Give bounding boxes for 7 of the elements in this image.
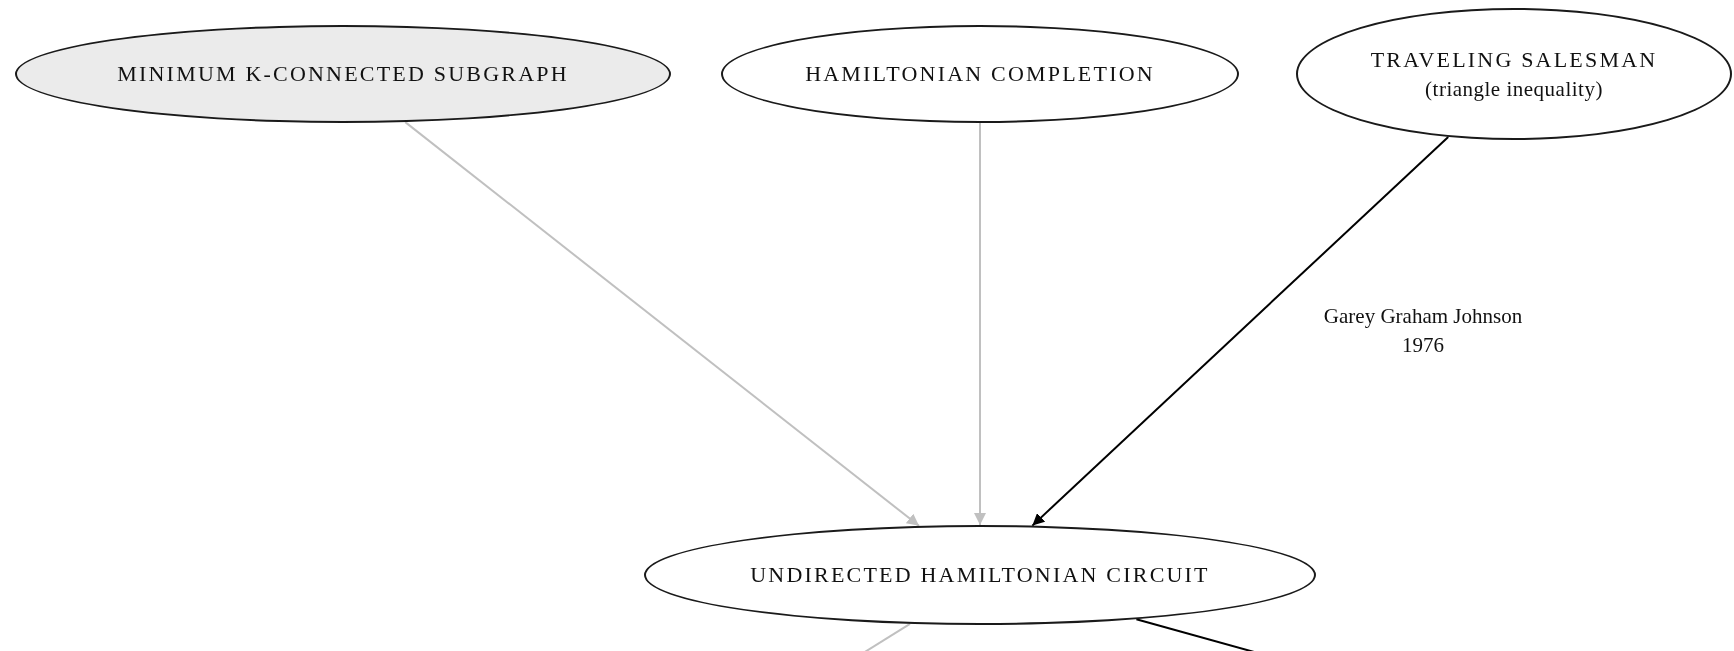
arrow <box>974 122 986 526</box>
node-title: TRAVELING SALESMAN <box>1370 46 1658 74</box>
node-title: MINIMUM K-CONNECTED SUBGRAPH <box>117 60 569 89</box>
node-subtitle: (triangle inequality) <box>1425 75 1603 103</box>
arrow <box>404 121 921 527</box>
node-title: UNDIRECTED HAMILTONIAN CIRCUIT <box>750 561 1210 590</box>
node-title: HAMILTONIAN COMPLETION <box>805 60 1155 89</box>
